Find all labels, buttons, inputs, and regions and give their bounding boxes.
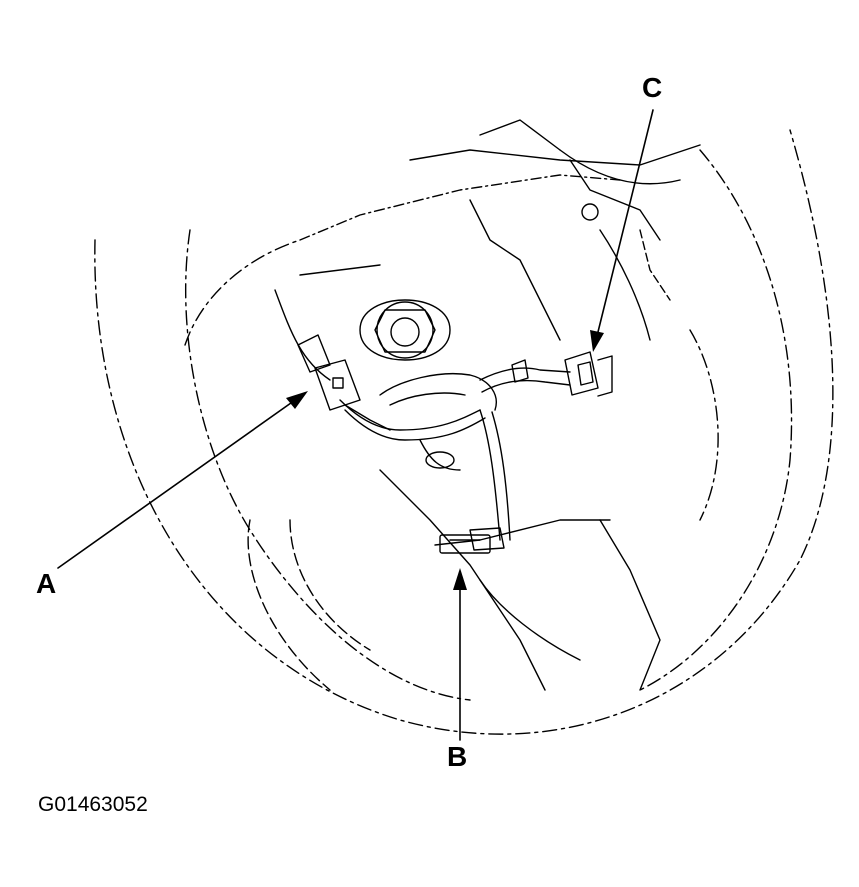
hub-housing <box>274 119 701 381</box>
lower-spoke <box>247 469 661 691</box>
connector-c <box>511 351 613 397</box>
leader-line-c <box>590 109 654 352</box>
connector-a <box>297 334 391 431</box>
wire-harness <box>339 367 571 541</box>
callout-label-c: C <box>642 72 663 103</box>
connector-b <box>469 527 505 551</box>
callout-label-b: B <box>447 741 468 772</box>
leader-line-a <box>57 391 308 569</box>
wheel-rim-outline <box>94 129 834 735</box>
callout-label-a: A <box>36 568 57 599</box>
figure-id: G01463052 <box>38 793 148 816</box>
leader-line-b <box>453 568 467 741</box>
center-nut <box>359 299 451 361</box>
